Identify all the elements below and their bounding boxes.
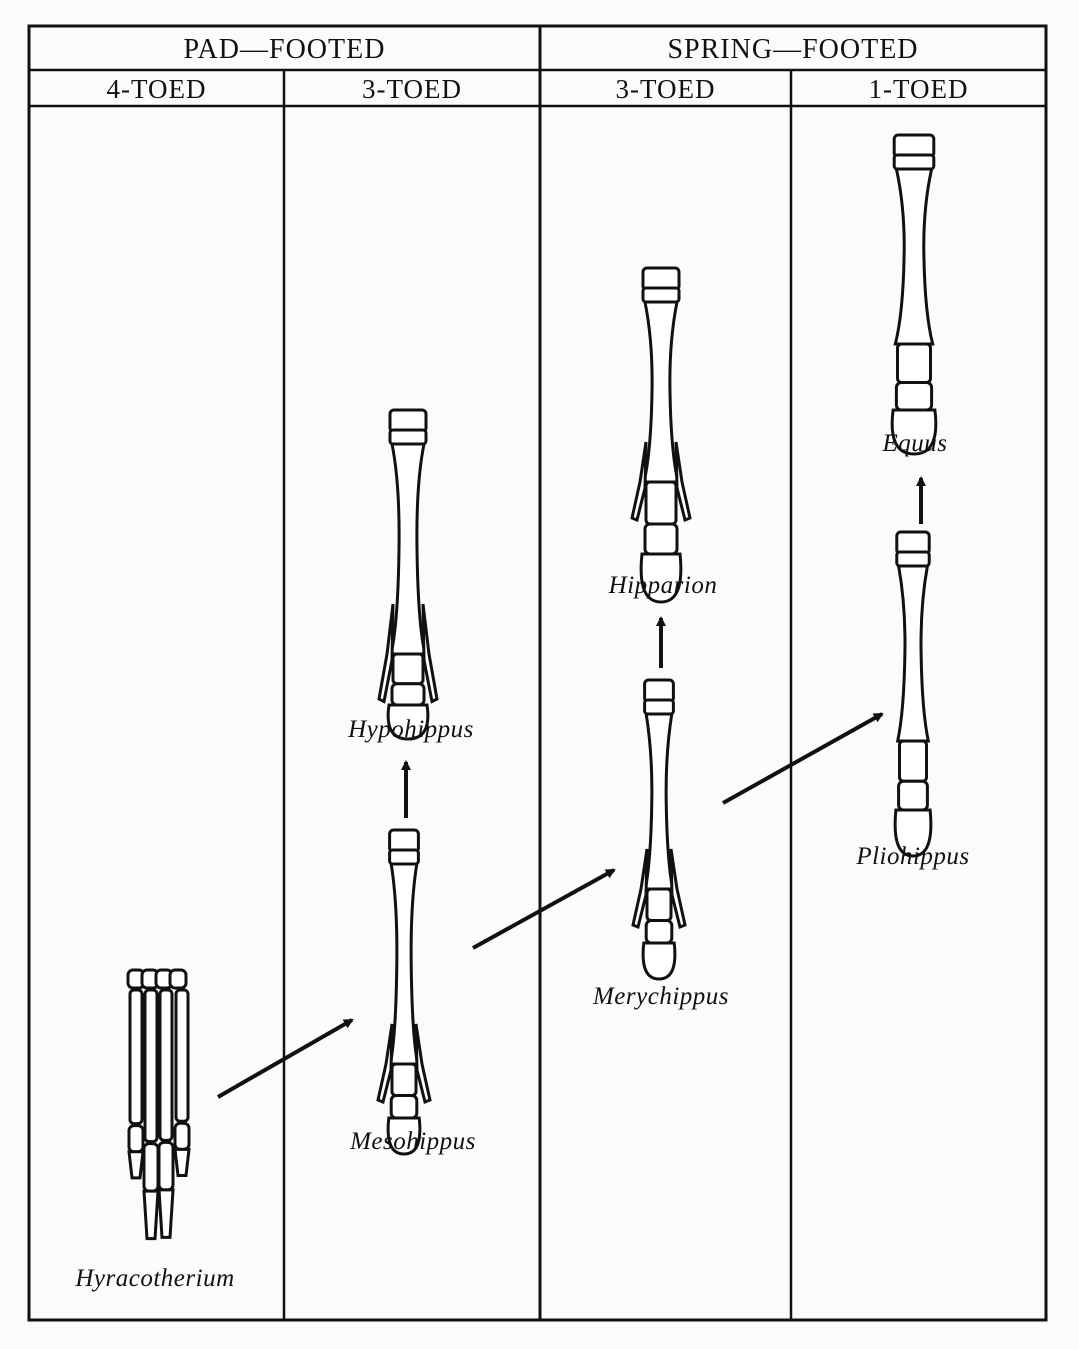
lineage-arrows xyxy=(217,476,926,1099)
arrow-merychippus-to-pliohippus xyxy=(722,712,884,805)
species-label-merychippus: Merychippus xyxy=(592,983,730,1010)
foot-pliohippus xyxy=(893,530,933,858)
foot-hypohippus xyxy=(377,408,439,741)
column-label-1-toed: 1-TOED xyxy=(868,74,969,104)
foot-hyracotherium xyxy=(126,968,191,1241)
species-label-mesohippus: Mesohippus xyxy=(350,1128,476,1155)
species-label-equus: Equus xyxy=(882,430,948,457)
arrow-mesohippus-to-merychippus xyxy=(472,868,616,950)
foot-merychippus xyxy=(631,678,687,981)
species-label-hipparion: Hipparion xyxy=(608,572,718,599)
foot-hipparion xyxy=(630,266,692,604)
column-label-3-toed-pad: 3-TOED xyxy=(362,74,462,104)
foot-mesohippus xyxy=(376,828,432,1156)
column-label-3-toed-spring: 3-TOED xyxy=(615,74,716,104)
column-label-4-toed: 4-TOED xyxy=(106,74,207,104)
outer-border xyxy=(27,24,1048,1322)
group-label-pad-footed: PAD—FOOTED xyxy=(183,34,386,65)
species-label-hyracotherium: Hyracotherium xyxy=(75,1265,235,1292)
foot-equus xyxy=(890,133,938,456)
foot-skeletons xyxy=(126,133,938,1241)
species-label-pliohippus: Pliohippus xyxy=(856,843,970,870)
group-label-spring-footed: SPRING—FOOTED xyxy=(667,34,919,65)
species-label-hypohippus: Hypohippus xyxy=(348,716,474,743)
arrow-hyracotherium-to-mesohippus xyxy=(217,1018,354,1099)
